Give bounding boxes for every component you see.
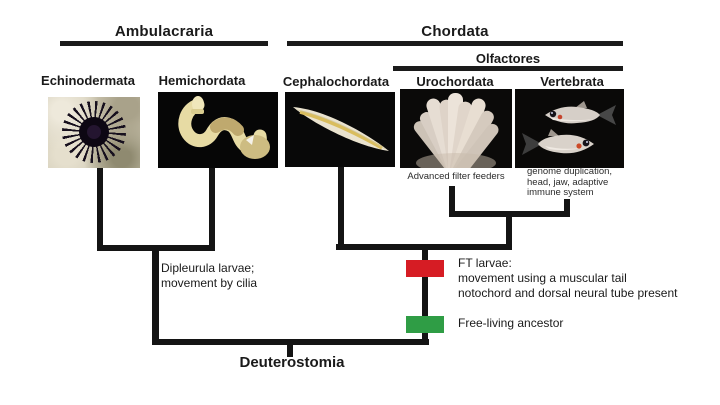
taxon-label-cephalochordata: Cephalochordata	[282, 74, 390, 89]
branch-hemichordata-vertical	[209, 168, 215, 251]
taxon-label-echinodermata: Echinodermata	[41, 73, 135, 88]
acorn-worm-drawing	[158, 92, 278, 168]
tunicate-colony-drawing	[400, 89, 512, 168]
sea-urchin-image	[48, 97, 140, 168]
branch-vertebrata-vertical	[564, 199, 570, 217]
clade-label-olfactores: Olfactores	[475, 51, 541, 66]
clade-bar-olfactores	[393, 66, 623, 71]
bottom-fish	[522, 129, 594, 155]
top-fish	[545, 101, 616, 125]
branch-ambulacraria-stem	[152, 245, 159, 345]
lancelet-drawing	[285, 92, 395, 167]
ft-larvae-line2: movement using a muscular tail	[458, 271, 627, 285]
ft-larvae-marker	[406, 260, 444, 277]
branch-olfactores-stem	[506, 211, 512, 250]
taxon-label-hemichordata: Hemichordata	[158, 73, 246, 88]
acorn-worm-image	[158, 92, 278, 168]
medaka-fish-image	[515, 89, 624, 168]
free-living-annotation: Free-living ancestor	[458, 316, 564, 330]
vertebrata-note-line3: immune system	[527, 187, 594, 198]
vertebrata-note: genome duplication, head, jaw, adaptive …	[527, 166, 617, 199]
branch-urochordata-vertical	[449, 186, 455, 217]
ft-larvae-line1: FT larvae:	[458, 256, 512, 270]
branch-chordata-stem	[422, 244, 428, 345]
sea-urchin-core	[87, 125, 101, 139]
branch-cephalochordata-vertical	[338, 167, 344, 250]
clade-label-ambulacraria: Ambulacraria	[114, 23, 214, 40]
clade-label-chordata: Chordata	[421, 23, 489, 40]
vertebrata-note-line1: genome duplication,	[527, 166, 613, 177]
branch-root-stub	[287, 339, 293, 357]
root-label-deuterostomia: Deuterostomia	[239, 354, 345, 371]
clade-bar-ambulacraria	[60, 41, 268, 46]
lancelet-image	[285, 92, 395, 167]
dipleurula-annotation: Dipleurula larvae; movement by cilia	[161, 261, 257, 291]
tunicate-colony-image	[400, 89, 512, 168]
dipleurula-line2: movement by cilia	[161, 276, 258, 290]
free-living-ancestor-marker	[406, 316, 444, 333]
urochordata-note: Advanced filter feeders	[407, 171, 505, 182]
taxon-label-urochordata: Urochordata	[416, 74, 494, 89]
dipleurula-line1: Dipleurula larvae;	[161, 261, 255, 275]
taxon-label-vertebrata: Vertebrata	[540, 74, 604, 89]
branch-echinodermata-vertical	[97, 168, 103, 251]
vertebrata-note-line2: head, jaw, adaptive	[527, 176, 609, 188]
clade-bar-chordata	[287, 41, 623, 46]
ft-larvae-line3: notochord and dorsal neural tube present	[458, 286, 678, 300]
ft-larvae-annotation: FT larvae: movement using a muscular tai…	[458, 256, 678, 301]
medaka-fish-drawing	[515, 89, 624, 168]
